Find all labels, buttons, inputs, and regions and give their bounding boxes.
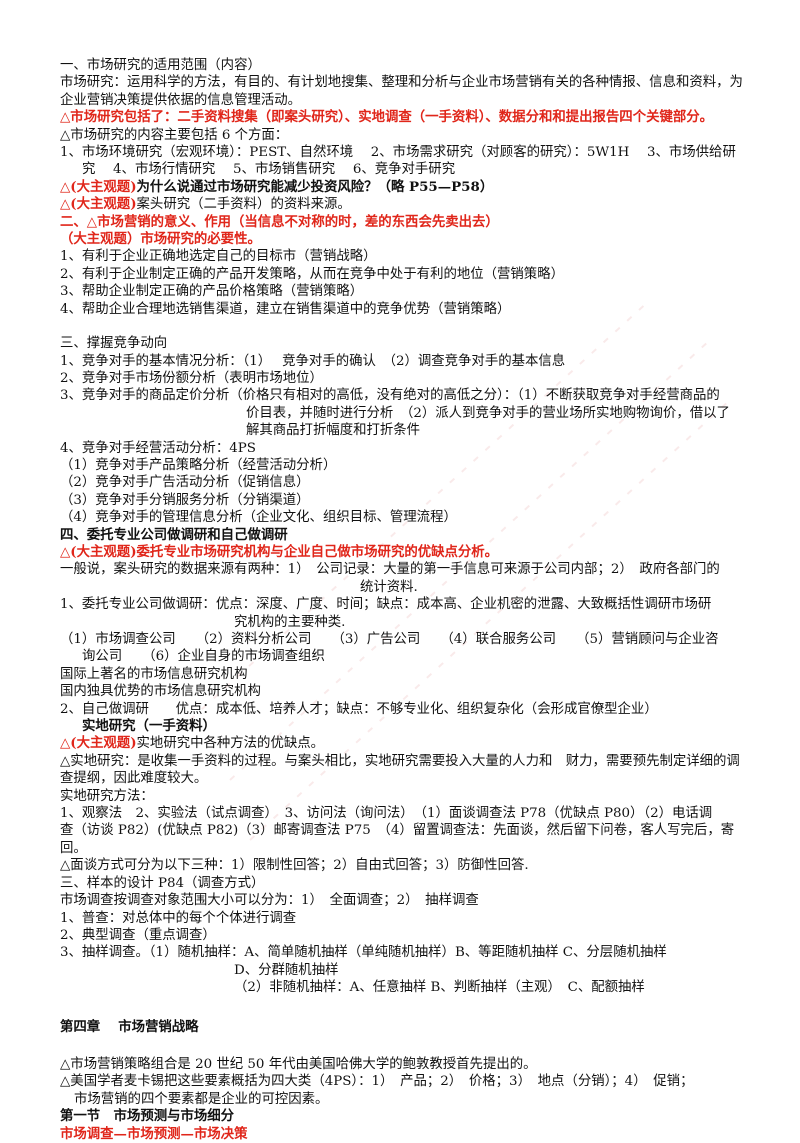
competitor-pricing-line1: 3、竞争对手的商品定价分析（价格只有相对的高低，没有绝对的高低之分）：（1）不断… <box>60 388 720 404</box>
section-title-field-research: 实地研究（一手资料） <box>82 718 216 735</box>
field-research-question: △(大主观题)实地研究中各种方法的优缺点。 <box>60 735 752 752</box>
field-research-methods-heading: 实地研究方法： <box>60 788 154 804</box>
field-methods-line1: 1、观察法 2、实验法（试点调查） 3、访问法（询问法） （1）面谈调查法 P7… <box>60 806 713 822</box>
marketing-mix-origin: △市场营销策略组合是 20 世纪 50 年代由美国哈佛大学的鲍敦教授首先提出的。 <box>60 1056 537 1072</box>
list-item: 1、有利于企业正确地选定自己的目标市（营销战略） <box>60 249 377 265</box>
domestic-agencies: 国内独具优势的市场信息研究机构 <box>60 684 261 700</box>
subjective-question-mark: △(大主观题) <box>60 178 137 195</box>
outsourcing-question: △(大主观题)委托专业市场研究机构与企业自己做市场研究的优缺点分析。 <box>60 543 499 560</box>
list-item: （1）竞争对手产品策略分析（经营活动分析） <box>60 457 337 473</box>
desk-data-sources-line1: 一般说，案头研究的数据来源有两种：1） 公司记录：大量的第一手信息可来源于公司内… <box>60 562 720 578</box>
list-item: （3）竞争对手分销服务分析（分销渠道） <box>60 492 310 508</box>
question-investment-risk: △(大主观题)为什么说通过市场研究能减少投资风险？（略 P55—P58） <box>60 179 752 196</box>
question-text: 为什么说通过市场研究能减少投资风险？（略 P55—P58） <box>136 178 494 195</box>
section-title-forecast: 第一节 市场预测与市场细分 <box>60 1108 235 1125</box>
spacer <box>60 318 752 335</box>
four-ps-controllable: 市场营销的四个要素都是企业的可控因素。 <box>74 1091 329 1107</box>
research-necessity-heading: （大主观题）市场研究的必要性。 <box>60 231 261 248</box>
survey-scope-intro: 市场调查按调查对象范围大小可以分为：1） 全面调查；2） 抽样调查 <box>60 893 479 909</box>
list-item: 2、有利于企业制定正确的产品开发策略，从而在竞争中处于有利的地位（营销策略） <box>60 266 564 282</box>
field-methods-line2: 查（访谈 P82）(优缺点 P82)（3）邮寄调查法 P75 （4）留置调查法：… <box>60 823 735 839</box>
competitor-basic-analysis: 1、竞争对手的基本情况分析：（1） 竞争对手的确认 （2）调查竞争对手的基本信息 <box>60 353 566 369</box>
question-text: 实地研究中各种方法的优缺点。 <box>136 736 325 752</box>
section-title-competition: 三、撑握竞争动向 <box>60 336 168 352</box>
desk-data-sources-line2: 统计资料. <box>360 579 418 595</box>
question-text: 案头研究（二手资料）的资料来源。 <box>136 197 351 213</box>
sampling-line2: D、分群随机抽样 <box>234 962 339 978</box>
chapter-title: 第四章 市场营销战略 <box>60 1018 199 1035</box>
section-title-marketing-meaning: 二、△市场营销的意义、作用（当信息不对称的时，差的东西会先卖出去） <box>60 213 499 230</box>
competitor-share-analysis: 2、竞争对手市场份额分析（表明市场地位） <box>60 370 323 386</box>
list-item: （2）竞争对手广告活动分析（促销信息） <box>60 475 310 491</box>
list-item: 4、帮助企业合理地选销售渠道，建立在销售渠道中的竞争优势（营销策略） <box>60 301 511 317</box>
agency-types-line2: 询公司 （6）企业自身的市场调查组织 <box>82 649 325 665</box>
four-ps-definition: △美国学者麦卡锡把这些要素概括为四大类（4PS）：1） 产品；2） 价格；3） … <box>60 1074 694 1090</box>
international-agencies: 国际上著名的市场信息研究机构 <box>60 666 248 682</box>
sampling-line3: （2）非随机抽样：A、任意抽样 B、判断抽样（主观） C、配额抽样 <box>234 980 645 996</box>
market-research-definition: 市场研究：运用科学的方法，有目的、有计划地搜集、整理和分析与企业市场营销有关的各… <box>60 75 743 108</box>
interview-types: △面谈方式可分为以下三种：1）限制性回答；2）自由式回答；3）防御性回答. <box>60 858 529 874</box>
document-page: 一、市场研究的适用范围（内容） 市场研究：运用科学的方法，有目的、有计划地搜集、… <box>60 57 752 1143</box>
research-flow: 市场调查—市场预测—市场决策 <box>60 1125 248 1142</box>
self-research-pros-cons: 2、自己做调研 优点：成本低、培养人才；缺点：不够专业化、组织复杂化（会形成官僚… <box>60 701 658 717</box>
list-item: 3、帮助企业制定正确的产品价格策略（营销策略） <box>60 284 364 300</box>
competitor-pricing-line3: 解其商品打折幅度和打折条件 <box>246 423 421 439</box>
list-item: （4）竞争对手的管理信息分析（企业文化、组织目标、管理流程） <box>60 510 457 526</box>
sampling-line1: 3、抽样调查。（1）随机抽样：A、简单随机抽样（单纯随机抽样）B、等距随机抽样 … <box>60 945 667 961</box>
outsourcing-pros-cons-line1: 1、委托专业公司做调研：优点：深度、广度、时间；缺点：成本高、企业机密的泄露、大… <box>60 597 712 613</box>
question-desk-research: △(大主观题)案头研究（二手资料）的资料来源。 <box>60 196 752 213</box>
section-title-outsourcing: 四、委托专业公司做调研和自己做调研 <box>60 526 288 543</box>
competitor-pricing-line2: 价目表，并随时进行分析 （2）派人到竞争对手的营业场所实地购物询价，借以了 <box>246 405 730 421</box>
competitor-activity-analysis: 4、竞争对手经营活动分析：4PS <box>60 440 256 456</box>
section-title-sample-design: 三、样本的设计 P84（调查方式） <box>60 875 265 891</box>
research-content-list-line1: 1、市场环境研究（宏观环境）：PEST、自然环境 2、市场需求研究（对顾客的研究… <box>60 145 736 161</box>
census-item: 1、普查：对总体中的每个个体进行调查 <box>60 910 297 926</box>
typical-survey-item: 2、典型调查（重点调查） <box>60 927 216 943</box>
agency-types-line1: （1）市场调查公司 （2）资料分析公司 （3）广告公司 （4）联合服务公司 （5… <box>60 632 719 647</box>
field-methods-line3: 回。 <box>60 840 87 856</box>
research-parts-note: △市场研究包括了：二手资料搜集（即案头研究）、实地调查（一手资料）、数据分和和提… <box>60 109 714 126</box>
subjective-question-mark: △(大主观题) <box>60 196 137 213</box>
outsourcing-pros-cons-line2: 究机构的主要种类. <box>234 614 346 630</box>
research-content-list-line2: 究 4、市场行情研究 5、市场销售研究 6、竞争对手研究 <box>82 162 456 178</box>
subjective-question-mark: △(大主观题) <box>60 735 137 752</box>
field-research-definition: △实地研究：是收集一手资料的过程。与案头相比，实地研究需要投入大量的人力和 财力… <box>60 753 740 787</box>
section-title-scope: 一、市场研究的适用范围（内容） <box>60 58 261 73</box>
research-content-intro: △市场研究的内容主要包括 6 个方面： <box>60 127 289 143</box>
